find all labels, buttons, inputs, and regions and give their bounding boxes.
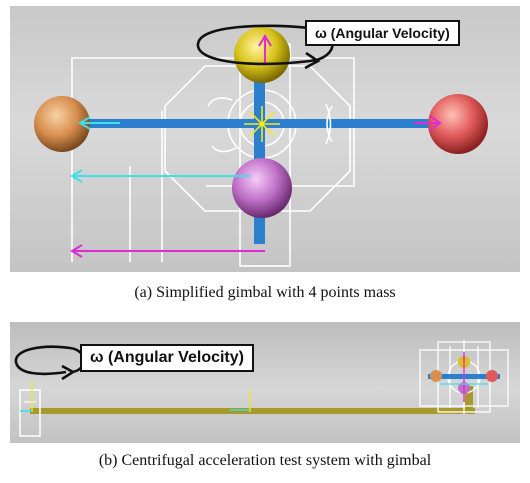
- force-arrows: [70, 34, 442, 258]
- end-gimbal: [419, 340, 509, 414]
- top-mass: [234, 27, 290, 83]
- omega-rotation-arrow-b: [14, 345, 86, 381]
- arm-marker: [230, 390, 251, 412]
- right-mass: [428, 94, 488, 154]
- caption-a: (a) Simplified gimbal with 4 points mass: [134, 284, 396, 301]
- center-axes: [244, 106, 280, 142]
- angular-velocity-label: ω (Angular Velocity): [305, 20, 460, 46]
- centrifuge-arm: [30, 408, 475, 414]
- left-mass: [34, 96, 90, 152]
- test-system-drawing: [14, 340, 509, 437]
- angular-velocity-label-b: ω (Angular Velocity): [80, 344, 254, 372]
- rotation-arrows: [207, 97, 333, 153]
- cyan-arrows: [70, 116, 250, 183]
- caption-b: (b) Centrifugal acceleration test system…: [98, 452, 432, 469]
- gimbal-panel: ω (Angular Velocity): [10, 6, 520, 272]
- test-system-panel: ω (Angular Velocity): [10, 322, 520, 443]
- gimbal-drawing: [34, 27, 488, 267]
- vertical-bar: [254, 64, 265, 244]
- left-hub: [19, 382, 41, 437]
- bottom-mass: [232, 158, 292, 218]
